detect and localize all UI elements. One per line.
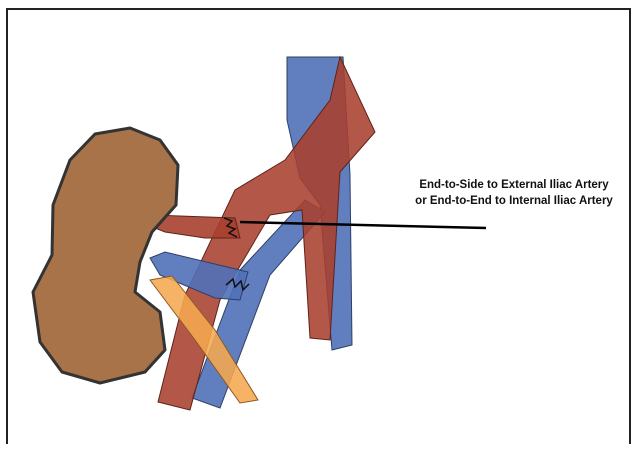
- annotation-pointer-line: [240, 222, 486, 228]
- annotation-label: End-to-Side to External Iliac Artery or …: [384, 177, 639, 209]
- annotation-line-2: or End-to-End to Internal Iliac Artery: [384, 193, 639, 209]
- annotation-line-1: End-to-Side to External Iliac Artery: [384, 177, 639, 193]
